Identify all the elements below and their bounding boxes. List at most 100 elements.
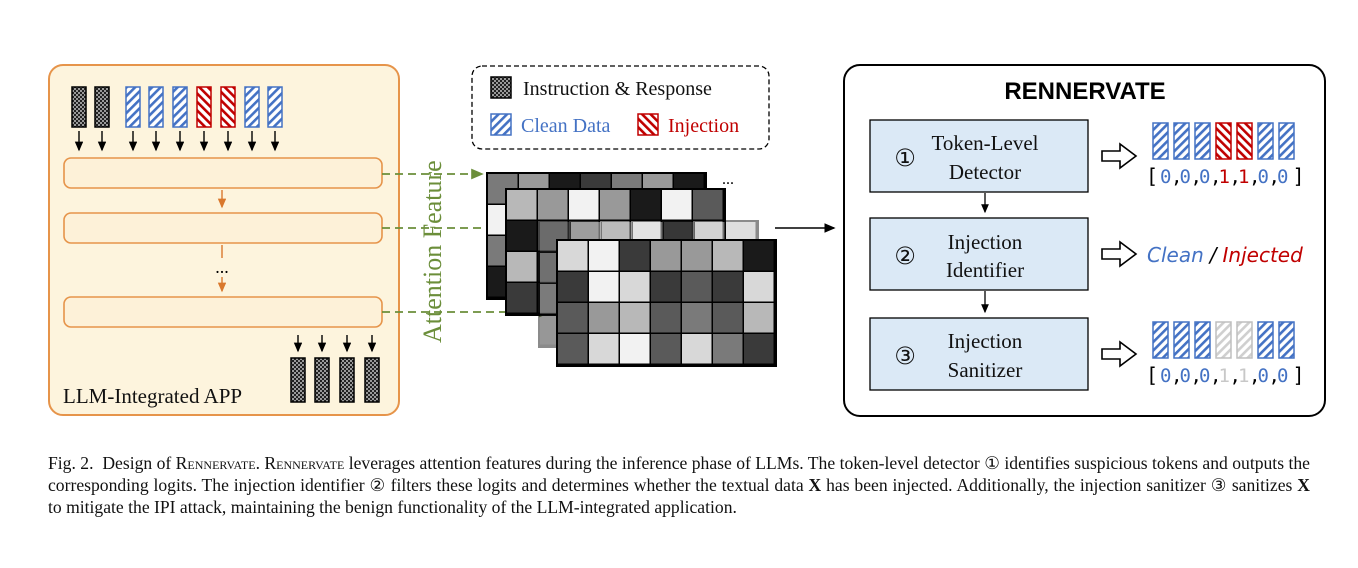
caption-circle-2: ② (369, 475, 386, 495)
caption-sentence-2: identifies suspicious tokens and outputs… (48, 453, 1310, 495)
attention-cell (682, 241, 712, 271)
caption-fig-number: Fig. 2. (48, 453, 94, 473)
module-box (869, 317, 1089, 391)
attention-cell (600, 190, 630, 220)
llm-layer-2 (63, 212, 383, 244)
attention-cell (682, 334, 712, 364)
output-token (1215, 321, 1232, 359)
attention-cell (569, 190, 599, 220)
module-box (869, 119, 1089, 193)
map-stack-dots: ... (722, 171, 734, 188)
injection-token (196, 86, 212, 128)
verdict-separator: / (1208, 243, 1219, 267)
logit-value: 0 (1277, 166, 1288, 188)
logit-value: 0 (1199, 166, 1210, 188)
caption-symbol-x: X (1297, 475, 1310, 495)
output-arrows-hollow (1101, 142, 1138, 368)
output-token (1194, 321, 1211, 359)
caption-sentence-3a: filters these logits and determines whet… (390, 475, 804, 495)
attention-cell (558, 303, 588, 333)
logit-separator: , (1210, 166, 1221, 188)
module-label-line1: Injection (948, 230, 1023, 254)
attention-cell (651, 241, 681, 271)
attention-cell (744, 241, 774, 271)
caption-sentence-1: leverages attention features during the … (348, 453, 980, 473)
logit-value: 1 (1219, 166, 1230, 188)
clean-token (125, 86, 141, 128)
logit-separator: , (1249, 166, 1260, 188)
hollow-arrow (1101, 240, 1138, 268)
logit-value: 0 (1258, 166, 1269, 188)
attention-cell (631, 190, 661, 220)
response-token (314, 357, 330, 403)
bracket-close: ] (1293, 164, 1305, 188)
attention-cell (713, 241, 743, 271)
attention-cell (744, 303, 774, 333)
module-number: ① (894, 144, 916, 172)
module-number: ② (894, 242, 916, 270)
attention-cell (682, 272, 712, 302)
module-box (869, 217, 1089, 291)
output-token (1278, 321, 1295, 359)
attention-cell (558, 334, 588, 364)
logit-separator: , (1191, 166, 1202, 188)
legend-clean-swatch (490, 113, 512, 136)
output-token (1152, 321, 1169, 359)
logit-separator: , (1269, 365, 1280, 387)
logit-separator: , (1191, 365, 1202, 387)
attention-cell (744, 272, 774, 302)
output-token (1236, 122, 1253, 160)
logit-value: 0 (1160, 166, 1171, 188)
attention-cell (538, 190, 568, 220)
output-token (1278, 122, 1295, 160)
attention-cell (713, 334, 743, 364)
output-token (1194, 122, 1211, 160)
attention-cell (744, 334, 774, 364)
logit-value: 0 (1180, 365, 1191, 387)
clean-verdict: Clean (1147, 243, 1204, 267)
attention-cell (713, 272, 743, 302)
attention-cell (507, 283, 537, 313)
output-token (1257, 122, 1274, 160)
attention-cell (558, 272, 588, 302)
attention-cell (507, 252, 537, 282)
legend-instruction-label: Instruction & Response (523, 78, 712, 100)
attention-cell (662, 190, 692, 220)
attention-cell (507, 221, 537, 251)
output-token (1215, 122, 1232, 160)
attention-cell (507, 190, 537, 220)
caption-circle-1: ① (984, 453, 1000, 473)
legend-injection-label: Injection (668, 115, 739, 137)
hollow-arrow (1101, 340, 1138, 368)
logit-separator: , (1230, 365, 1241, 387)
bracket-open: [ (1146, 164, 1158, 188)
injected-verdict: Injected (1223, 243, 1304, 267)
logit-separator: , (1171, 365, 1182, 387)
module-injection-identifier: ② Injection Identifier (869, 217, 1089, 291)
attention-cell (589, 303, 619, 333)
attention-arrows (382, 168, 552, 318)
module-label-line2: Identifier (946, 258, 1024, 282)
output-token (1236, 321, 1253, 359)
layers-ellipsis: ... (215, 257, 229, 277)
attention-cell (620, 303, 650, 333)
llm-layer-1 (63, 157, 383, 189)
figure-caption: Fig. 2. Design of Rennervate. Rennervate… (48, 453, 1310, 517)
attention-cell (558, 241, 588, 271)
response-token (290, 357, 306, 403)
attention-cell (693, 190, 723, 220)
caption-sentence-4a: sanitizes (1231, 475, 1293, 495)
attention-cell (589, 334, 619, 364)
clean-token (172, 86, 188, 128)
app-label: LLM-Integrated APP (63, 384, 242, 408)
logit-value: 1 (1238, 166, 1249, 188)
attention-cell (620, 241, 650, 271)
module-label-line1: Injection (948, 329, 1023, 353)
instruction-token (71, 86, 87, 128)
detector-output: [0,0,0,1,1,0,0] (1146, 122, 1305, 188)
instruction-token (94, 86, 110, 128)
input-tokens (71, 86, 283, 128)
attention-map (556, 239, 777, 367)
response-token (339, 357, 355, 403)
